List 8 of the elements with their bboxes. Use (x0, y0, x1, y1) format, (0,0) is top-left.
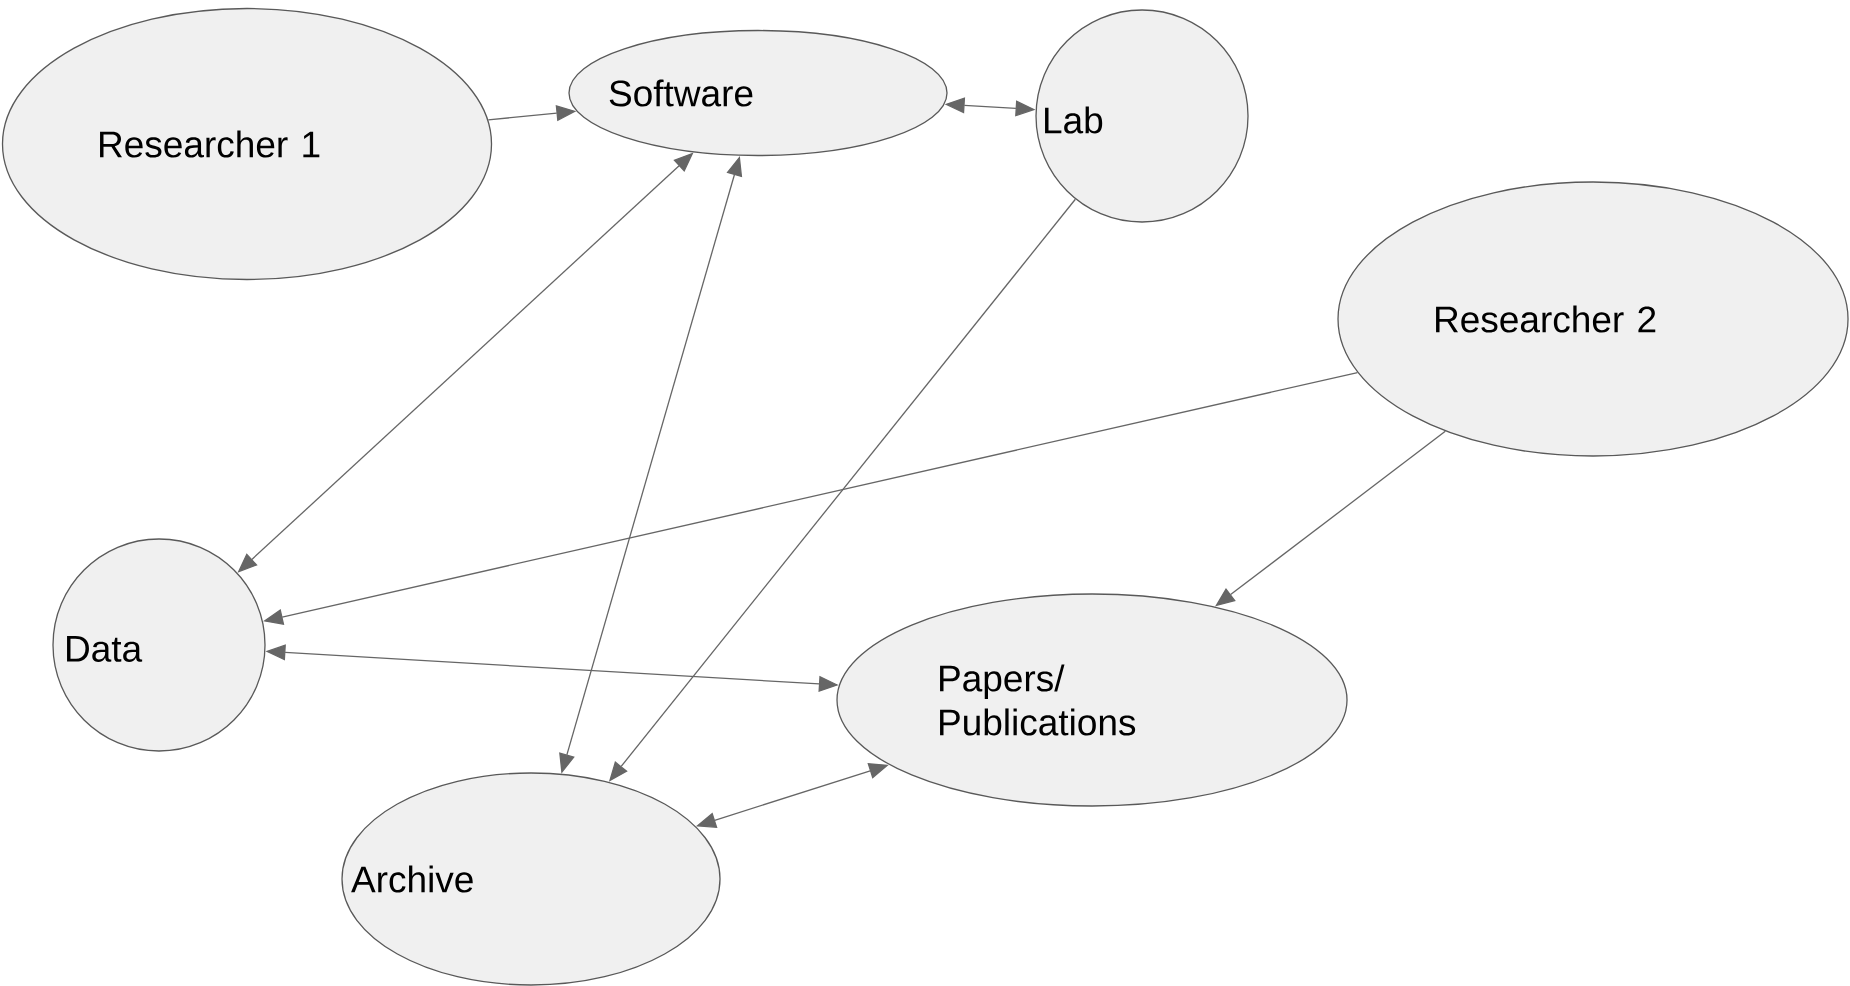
ellipse-node: Researcher 2 (1337, 181, 1849, 457)
ellipse-node: Researcher 1 (1, 7, 493, 281)
circle-node: Lab (1035, 9, 1249, 223)
arrow (1215, 430, 1446, 607)
ellipse-node: Archive (341, 772, 721, 986)
circle-node: Data (52, 538, 266, 752)
ellipse-node: Papers/ Publications (836, 593, 1348, 807)
ellipse-node: Software (568, 29, 948, 157)
